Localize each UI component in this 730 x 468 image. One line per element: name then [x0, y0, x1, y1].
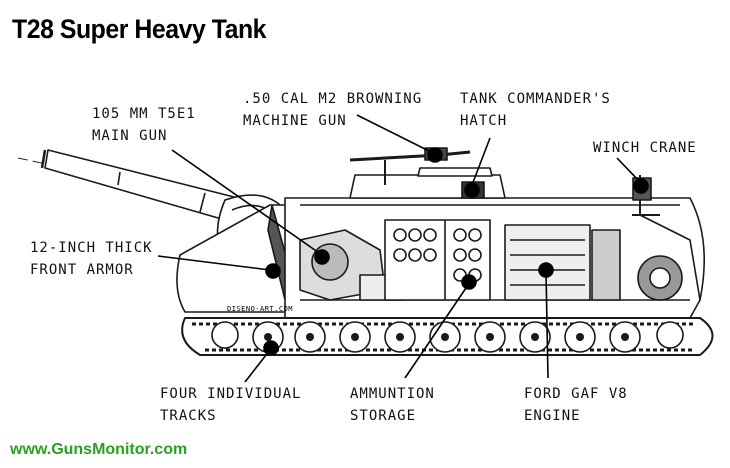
- engine: [504, 224, 683, 301]
- label-tracks: FOUR INDIVIDUAL TRACKS: [160, 386, 302, 424]
- main-gun-barrel: [17, 149, 241, 223]
- road-wheels: [211, 321, 684, 353]
- leader-lines: [157, 114, 649, 383]
- label-front-armor: 12-INCH THICK FRONT ARMOR: [30, 240, 153, 278]
- drawing-credit: DISENO-ART.COM: [227, 305, 294, 313]
- label-ammo-storage: AMMUNTION STORAGE: [350, 386, 435, 424]
- page-title: T28 Super Heavy Tank: [12, 14, 267, 44]
- label-machine-gun: .50 CAL M2 BROWNING MACHINE GUN: [243, 91, 423, 129]
- label-main-gun: 105 MM T5E1 MAIN GUN: [92, 106, 196, 144]
- label-commander-hatch: TANK COMMANDER'S HATCH: [460, 91, 611, 129]
- site-watermark: www.GunsMonitor.com: [10, 441, 188, 458]
- label-winch-crane: WINCH CRANE: [593, 140, 697, 156]
- label-engine: FORD GAF V8 ENGINE: [524, 386, 628, 424]
- ammo-rack: [384, 219, 491, 301]
